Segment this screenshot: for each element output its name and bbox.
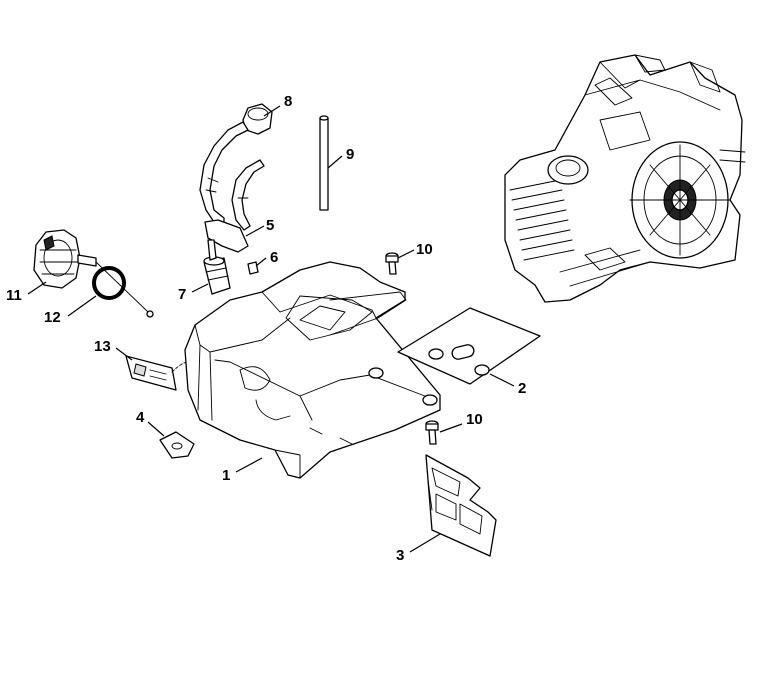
leader-2 xyxy=(489,373,515,387)
leader-5 xyxy=(245,225,265,237)
leader-4 xyxy=(147,421,165,437)
callout-8: 8 xyxy=(284,93,292,110)
callout-6: 6 xyxy=(270,249,278,266)
part-11-oil-pump xyxy=(33,229,154,318)
part-4-nut xyxy=(159,431,195,459)
callout-10a: 10 xyxy=(416,241,433,258)
callout-numbers: 8 9 5 6 7 10 11 12 13 2 4 10 1 3 xyxy=(6,93,526,564)
leader-13 xyxy=(115,347,133,361)
leader-12 xyxy=(67,295,97,317)
engine-assembly xyxy=(504,54,746,303)
part-5-fuel-hose xyxy=(199,121,265,253)
part-10-screw-top xyxy=(385,252,399,275)
part-2-gasket xyxy=(397,307,541,385)
part-9-rod xyxy=(319,115,329,211)
part-6-fitting xyxy=(247,261,259,275)
callout-13: 13 xyxy=(94,338,111,355)
part-10-screw-bottom xyxy=(425,420,439,445)
leader-1 xyxy=(235,457,263,473)
part-12-seal-ring xyxy=(92,266,126,300)
callout-7: 7 xyxy=(178,286,186,303)
part-13-warning-label xyxy=(125,355,195,391)
part-7-fuel-filter xyxy=(203,239,231,295)
leader-7 xyxy=(191,283,209,293)
callout-4: 4 xyxy=(136,409,145,426)
leader-10a xyxy=(397,249,415,259)
leader-3 xyxy=(409,533,441,553)
part-1-tank-housing xyxy=(184,261,441,479)
callout-2: 2 xyxy=(518,380,526,397)
leader-8 xyxy=(263,105,281,117)
callout-9: 9 xyxy=(346,146,354,163)
part-3-cover-plate xyxy=(425,454,497,557)
leader-6 xyxy=(255,257,267,267)
callout-3: 3 xyxy=(396,547,404,564)
callout-12: 12 xyxy=(44,309,61,326)
leader-10b xyxy=(439,423,463,433)
leader-lines xyxy=(27,105,515,553)
leader-11 xyxy=(27,281,47,295)
leader-9 xyxy=(327,155,343,169)
callout-11: 11 xyxy=(6,287,22,304)
callout-1: 1 xyxy=(222,467,230,484)
callout-10b: 10 xyxy=(466,411,483,428)
callout-5: 5 xyxy=(266,217,274,234)
